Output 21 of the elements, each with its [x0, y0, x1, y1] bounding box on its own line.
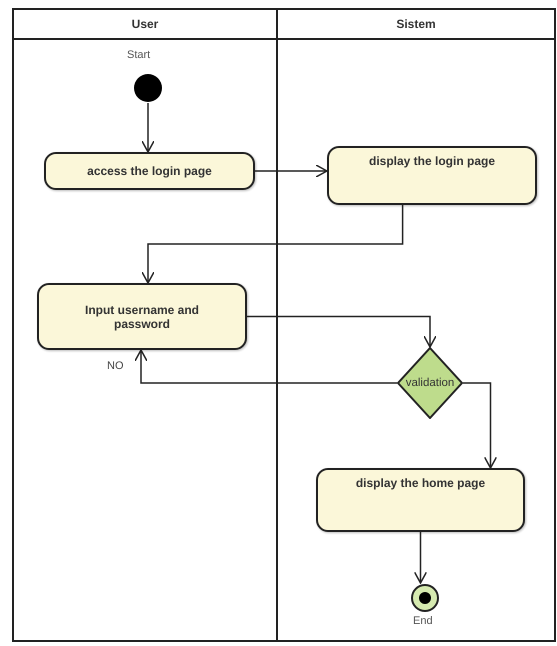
decision-diamond: validation	[397, 347, 463, 419]
lane-header: User	[14, 10, 276, 40]
arrow	[141, 103, 155, 153]
action-box: display the login page	[327, 146, 537, 205]
action-box: display the home page	[316, 468, 525, 532]
swimlane	[276, 8, 556, 642]
end-node	[410, 583, 440, 613]
arrow	[134, 349, 397, 384]
edge-label: NO	[106, 360, 124, 372]
start-node	[133, 73, 163, 103]
action-box: Input username and password	[37, 283, 247, 350]
arrow	[255, 164, 328, 178]
action-box: access the login page	[44, 152, 255, 190]
lane-header: Sistem	[278, 10, 554, 40]
arrow	[247, 316, 437, 348]
arrow	[414, 532, 428, 584]
node-caption: Start	[127, 49, 150, 61]
arrow	[141, 205, 404, 284]
node-caption: End	[413, 615, 433, 627]
swimlane	[12, 8, 278, 642]
arrow	[463, 382, 498, 469]
